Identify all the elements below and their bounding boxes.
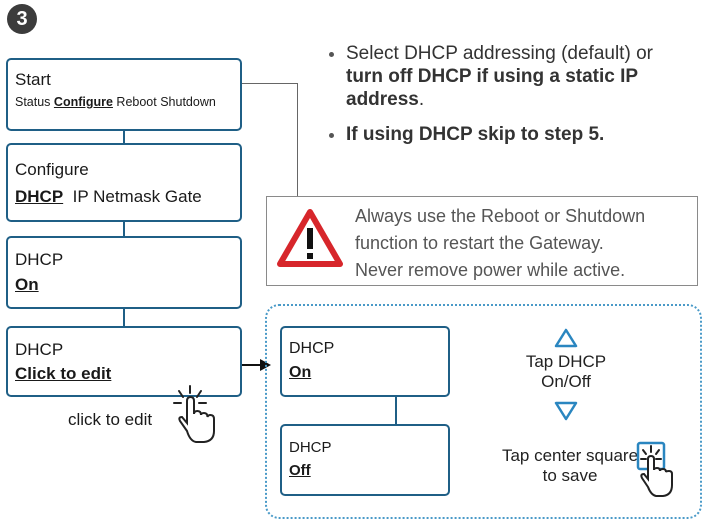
- flow-box-title: Configure: [15, 160, 89, 179]
- flow-box-value: Click to edit: [15, 364, 112, 383]
- tap-center-instruction: Tap center square to save: [501, 446, 639, 485]
- down-triangle-icon[interactable]: [554, 401, 578, 421]
- flow-box-menu: Status Configure Reboot Shutdown: [15, 95, 216, 109]
- bullet-item: Select DHCP addressing (default) or turn…: [346, 42, 692, 111]
- tap-dhcp-instruction: Tap DHCP On/Off: [525, 352, 607, 391]
- flow-connector: [123, 222, 125, 236]
- flow-box-title: Start: [15, 70, 51, 89]
- click-to-edit-label: click to edit: [68, 410, 153, 429]
- flow-box-title: DHCP: [15, 340, 64, 359]
- flow-box-value: On: [289, 364, 312, 381]
- detail-box-dhcp-on[interactable]: DHCP On: [280, 326, 450, 397]
- start-to-warning-connector-v: [297, 83, 298, 196]
- flow-box-value: On: [15, 275, 39, 294]
- flow-box-configure[interactable]: Configure DHCP IP Netmask Gate: [6, 143, 242, 222]
- center-square-tap-icon[interactable]: [630, 437, 686, 499]
- flow-box-title: DHCP: [289, 439, 332, 456]
- start-to-warning-connector-h: [242, 83, 298, 84]
- tap-hand-icon: [173, 385, 215, 443]
- flow-connector: [123, 309, 125, 326]
- edit-detail-panel: [265, 304, 702, 519]
- warning-box: Always use the Reboot or Shutdown functi…: [266, 196, 698, 286]
- flow-box-start[interactable]: Start Status Configure Reboot Shutdown: [6, 58, 242, 131]
- warning-icon: [277, 209, 343, 267]
- flow-box-title: DHCP: [289, 340, 335, 357]
- warning-text: Always use the Reboot or Shutdown functi…: [355, 206, 646, 280]
- bullet-item: If using DHCP skip to step 5.: [346, 123, 692, 146]
- flow-box-dhcp-on[interactable]: DHCP On: [6, 236, 242, 309]
- detail-box-dhcp-off[interactable]: DHCP Off: [280, 424, 450, 496]
- flow-box-click-to-edit[interactable]: DHCP Click to edit: [6, 326, 242, 397]
- flow-box-title: DHCP: [15, 250, 64, 269]
- up-triangle-icon[interactable]: [554, 328, 578, 348]
- flow-connector: [123, 131, 125, 143]
- detail-connector: [395, 397, 397, 424]
- step-number-badge: 3: [7, 4, 37, 34]
- instruction-bullets: Select DHCP addressing (default) or turn…: [322, 42, 692, 158]
- flow-box-value: Off: [289, 462, 311, 479]
- flow-box-menu: DHCP IP Netmask Gate: [15, 187, 202, 206]
